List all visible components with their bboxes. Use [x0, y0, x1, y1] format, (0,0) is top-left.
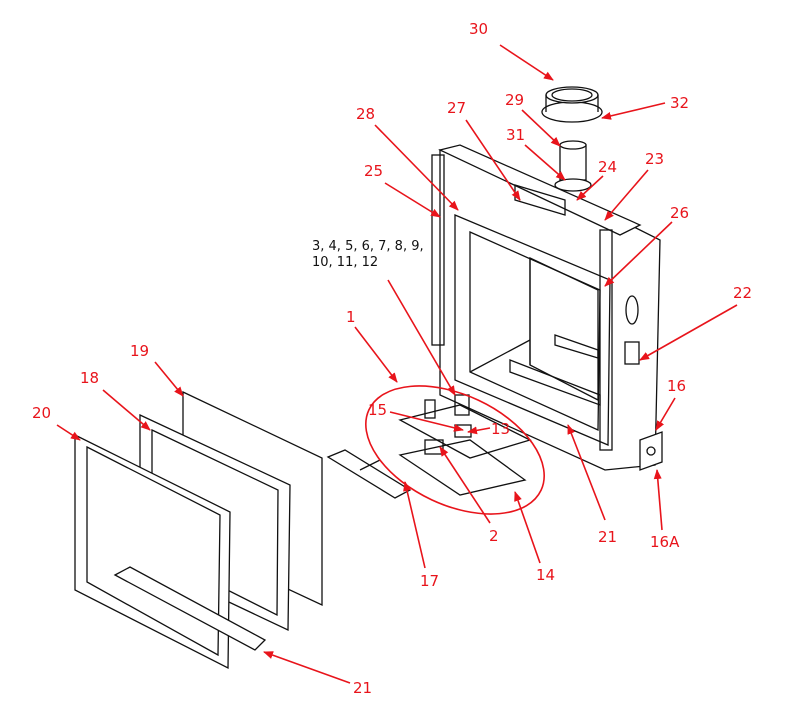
callout-30: 30	[469, 20, 488, 38]
callout-14: 14	[536, 566, 555, 584]
parts-note-line-2: 10, 11, 12	[312, 255, 378, 270]
parts-note-line-1: 3, 4, 5, 6, 7, 8, 9,	[312, 239, 424, 254]
callout-28: 28	[356, 105, 375, 123]
callout-1: 1	[346, 308, 356, 326]
callout-16a: 16A	[650, 533, 680, 551]
callout-29: 29	[505, 91, 524, 109]
callout-23: 23	[645, 150, 664, 168]
callout-18: 18	[80, 369, 99, 387]
callout-13: 13	[491, 420, 510, 438]
callout-27: 27	[447, 99, 466, 117]
callout-26: 26	[670, 204, 689, 222]
callout-labels: 30 32 29 28 27 31 24 23 25 26 22 1 15 13…	[32, 20, 752, 697]
callout-25: 25	[364, 162, 383, 180]
flue-collar-part	[541, 86, 603, 123]
callout-2: 2	[489, 527, 499, 545]
callout-16: 16	[667, 377, 686, 395]
flue-pipe-part	[554, 140, 592, 192]
callout-22: 22	[733, 284, 752, 302]
callout-20: 20	[32, 404, 51, 422]
bracket-part	[326, 449, 412, 499]
callout-24: 24	[598, 158, 617, 176]
parts-drawing	[74, 86, 663, 670]
front-frame-part	[74, 433, 267, 670]
callout-15: 15	[368, 401, 387, 419]
junction-box-part	[639, 431, 663, 471]
assembly-highlight-ellipse	[365, 385, 545, 515]
callout-32: 32	[670, 94, 689, 112]
callout-19: 19	[130, 342, 149, 360]
callout-17: 17	[420, 572, 439, 590]
callout-arrows	[56, 44, 738, 684]
callout-21-bottom: 21	[353, 679, 372, 697]
callout-31: 31	[506, 126, 525, 144]
callout-21-firebox: 21	[598, 528, 617, 546]
